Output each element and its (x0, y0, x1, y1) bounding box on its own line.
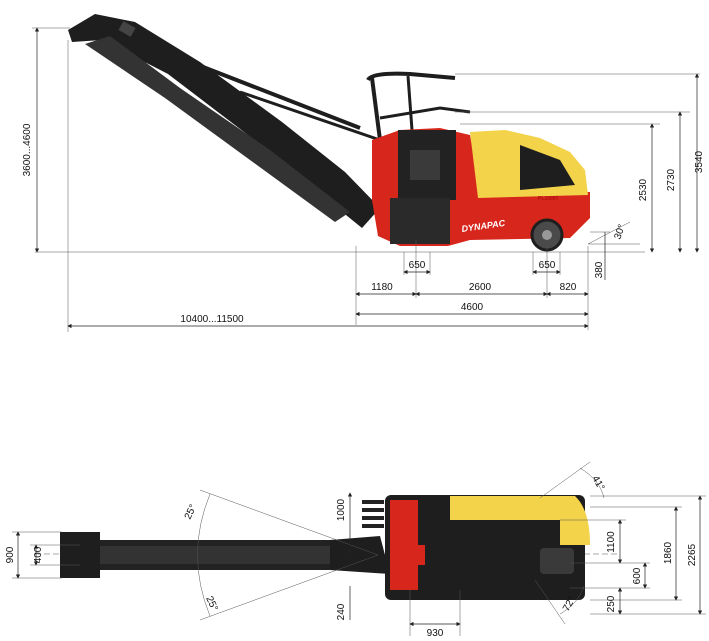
top-view: 25° 25° 41° 72° 900 400 (5, 461, 706, 639)
dim-departure-angle: 30° (612, 223, 628, 241)
top-conveyor-tip (60, 532, 100, 578)
top-conveyor-belt (100, 546, 330, 564)
side-view: DYNAPAC PL1000T 3600...4600 2530 2730 35… (22, 14, 705, 332)
dim-rear-overhang: 820 (560, 282, 577, 293)
dim-drum-axis: 930 (427, 628, 444, 639)
top-front-wheel (540, 548, 574, 574)
dim-front-overhang: 1180 (371, 282, 393, 293)
top-machine-frame (385, 495, 585, 600)
dim-conveyor-inner: 400 (33, 546, 44, 563)
dim-front-650: 650 (539, 260, 556, 271)
side-conveyor-brace (239, 90, 381, 142)
dim-left-offset: 1000 (336, 498, 347, 521)
dim-body-width: 1860 (663, 541, 674, 564)
side-conveyor (68, 14, 381, 228)
dim-machine-length: 4600 (461, 302, 484, 313)
dim-max-height: 3540 (694, 150, 705, 173)
top-conveyor (60, 532, 390, 578)
dim-swing-upper: 25° (183, 503, 199, 521)
side-conveyor-lower-belt (85, 36, 350, 222)
side-canopy (366, 71, 471, 141)
dim-wheelbase: 2600 (469, 282, 492, 293)
side-conveyor-strut (179, 56, 361, 130)
dim-canopy-height: 2730 (666, 168, 677, 191)
top-steps (362, 500, 384, 528)
dim-drum-width: 1100 (606, 531, 617, 553)
top-hood-yellow (450, 496, 590, 545)
dim-overall-width: 2265 (687, 543, 698, 566)
dim-ground-clearance: 380 (594, 261, 605, 278)
side-conveyor-body (68, 14, 380, 228)
dim-drum-side: 240 (336, 603, 347, 620)
side-model-label: PL1000T (538, 196, 559, 202)
side-engine-detail (410, 150, 440, 180)
side-hood-grille (520, 145, 575, 190)
dim-track-offset: 600 (632, 567, 643, 584)
dim-edge-offset: 250 (606, 595, 617, 612)
dim-rear-650: 650 (409, 260, 426, 271)
dim-conveyor-outer: 900 (5, 546, 16, 563)
dim-hood-height: 2530 (638, 178, 649, 201)
side-front-wheel-hub (542, 230, 552, 240)
top-conveyor-joint (330, 536, 390, 574)
dim-swing-lower: 25° (203, 595, 219, 613)
dim-total-length: 10400...11500 (180, 314, 244, 325)
dim-conveyor-height: 3600...4600 (22, 123, 33, 176)
top-red-block (405, 545, 425, 565)
side-drum-housing (390, 198, 450, 244)
side-conveyor-tip-roller (118, 21, 136, 37)
